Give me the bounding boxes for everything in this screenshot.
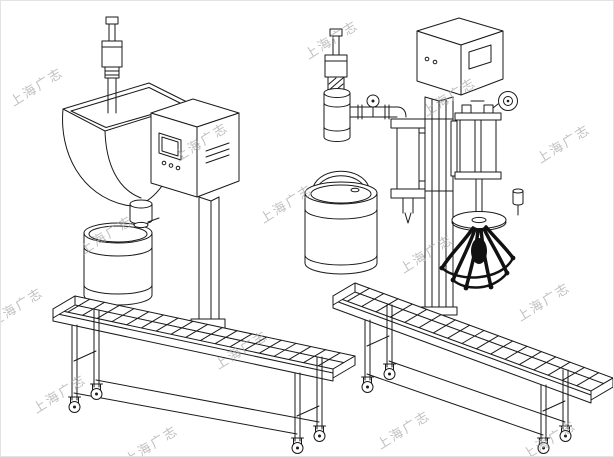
caster-wheel xyxy=(361,376,374,393)
pail-with-handle xyxy=(304,170,378,275)
caster-wheel xyxy=(90,383,103,400)
crimping-claw xyxy=(439,211,516,291)
right-control-panel xyxy=(416,17,504,96)
left-roller-conveyor xyxy=(52,295,356,454)
caster-wheel xyxy=(313,425,326,442)
caster-wheel xyxy=(537,437,550,454)
left-display-screen xyxy=(158,132,182,161)
pipework xyxy=(349,94,407,120)
right-roller-conveyor xyxy=(332,282,613,454)
metering-cylinder xyxy=(390,118,426,224)
pail-handle xyxy=(312,170,370,188)
right-display-screen xyxy=(468,44,492,70)
discharge-spout xyxy=(129,199,160,229)
left-control-panel xyxy=(150,98,240,198)
right-filling-machine xyxy=(304,17,524,316)
left-support-column xyxy=(190,196,226,330)
pneumatic-cylinders xyxy=(450,100,502,214)
right-conveyor-rollers xyxy=(332,282,613,392)
right-conveyor-legs xyxy=(364,304,569,442)
hand-wheel xyxy=(492,91,518,111)
caster-wheel xyxy=(559,425,572,442)
caster-wheel xyxy=(291,437,304,454)
caster-wheel xyxy=(383,363,396,380)
agitator-actuator xyxy=(101,16,123,114)
side-valve xyxy=(512,188,524,216)
left-drum xyxy=(83,222,153,306)
left-filling-machine xyxy=(62,16,240,330)
caster-wheel xyxy=(68,396,81,413)
piston-pump xyxy=(323,28,351,142)
left-conveyor-legs xyxy=(71,309,323,442)
